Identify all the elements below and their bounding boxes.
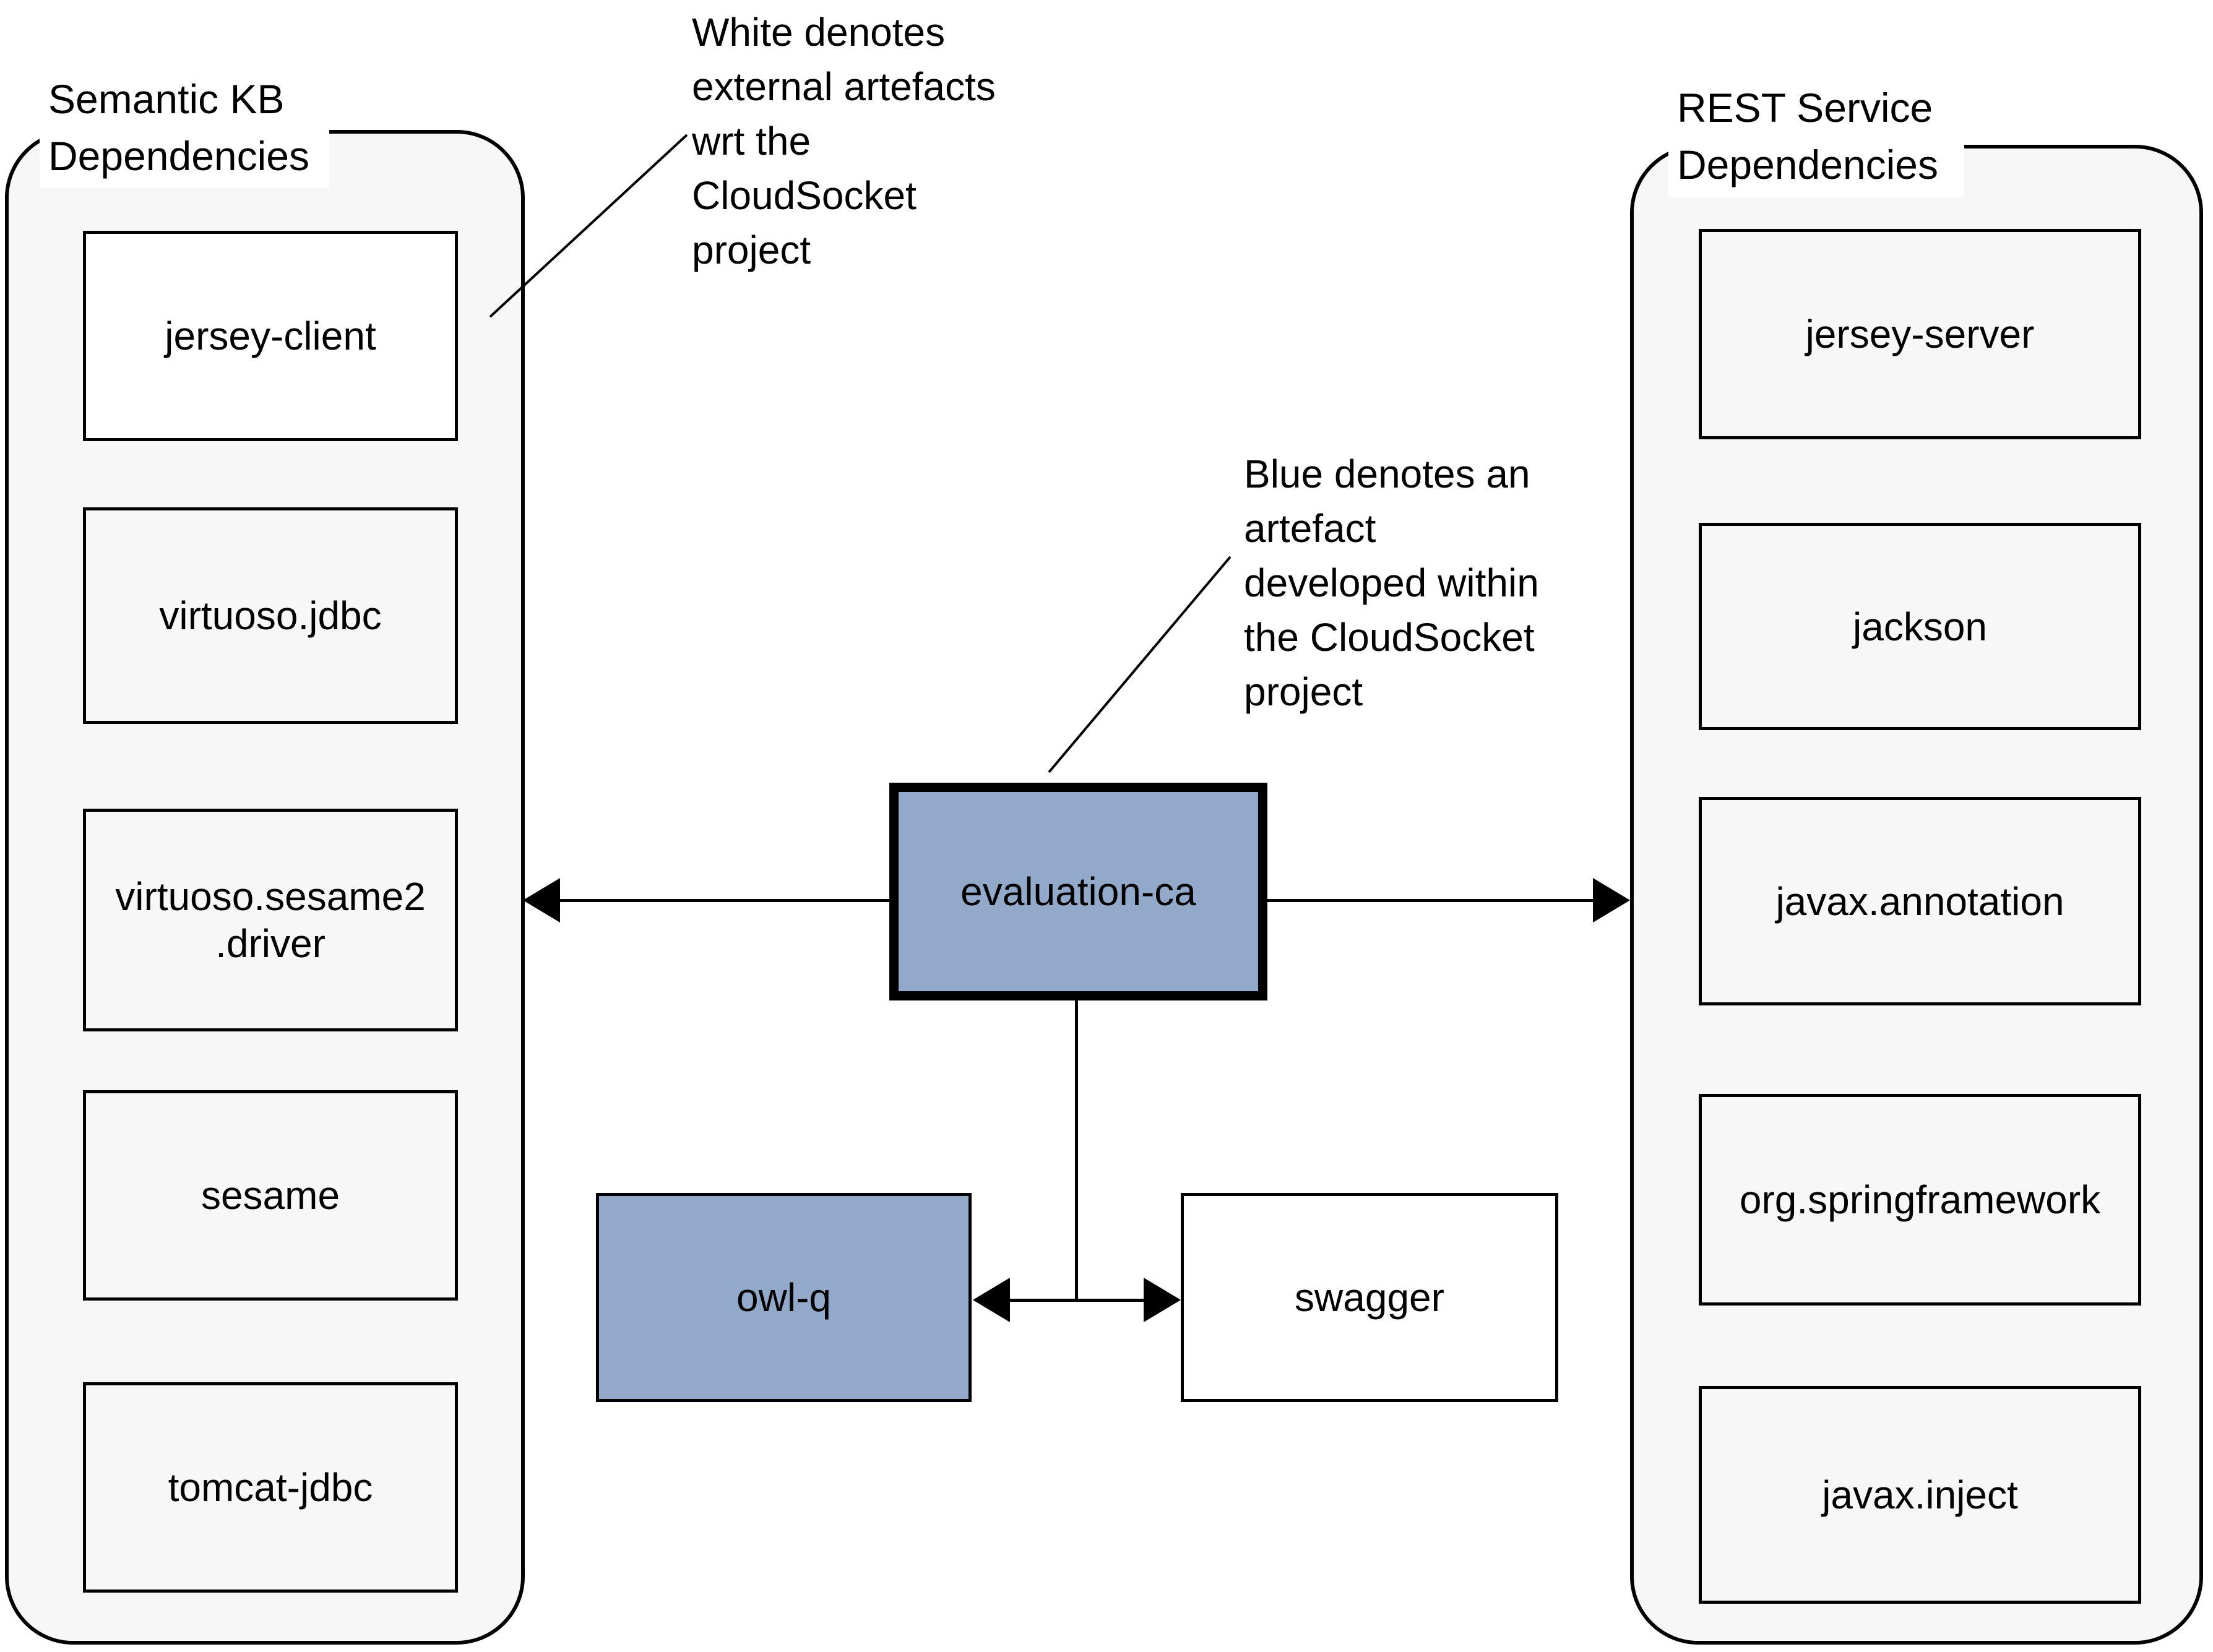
arrowhead-swagger-icon bbox=[1144, 1278, 1181, 1322]
blue-note: Blue denotes an artefact developed withi… bbox=[1244, 452, 1539, 714]
node-sesame: sesame bbox=[83, 1090, 458, 1301]
white-note: White denotes external artefacts wrt the… bbox=[692, 10, 996, 272]
node-swagger: swagger bbox=[1181, 1193, 1558, 1402]
arrowhead-right-icon bbox=[1593, 878, 1630, 923]
connector-evaluation-to-semantic-kb bbox=[550, 899, 889, 902]
connector-owlq-swagger bbox=[990, 1299, 1170, 1302]
node-virtuoso-jdbc: virtuoso.jdbc bbox=[83, 507, 458, 724]
node-evaluation-ca: evaluation-ca bbox=[889, 783, 1267, 1000]
node-tomcat-jdbc: tomcat-jdbc bbox=[83, 1382, 458, 1593]
node-javax-annotation: javax.annotation bbox=[1699, 797, 2141, 1005]
connector-evaluation-down bbox=[1075, 1000, 1078, 1302]
node-owl-q: owl-q bbox=[596, 1193, 972, 1402]
arrowhead-left-icon bbox=[523, 878, 560, 923]
connector-evaluation-to-rest-service bbox=[1267, 899, 1602, 902]
node-jackson: jackson bbox=[1699, 523, 2141, 730]
node-virtuoso-sesame2-driver: virtuoso.sesame2 .driver bbox=[83, 809, 458, 1031]
node-javax-inject: javax.inject bbox=[1699, 1386, 2141, 1604]
arrowhead-owlq-icon bbox=[973, 1278, 1010, 1322]
semantic-kb-panel-title: Semantic KB Dependencies bbox=[40, 67, 329, 188]
node-org-springframework: org.springframework bbox=[1699, 1094, 2141, 1306]
rest-service-panel-title: REST Service Dependencies bbox=[1668, 75, 1964, 197]
node-jersey-client: jersey-client bbox=[83, 231, 458, 441]
blue-note-leader-line bbox=[1048, 556, 1232, 773]
node-jersey-server: jersey-server bbox=[1699, 229, 2141, 439]
